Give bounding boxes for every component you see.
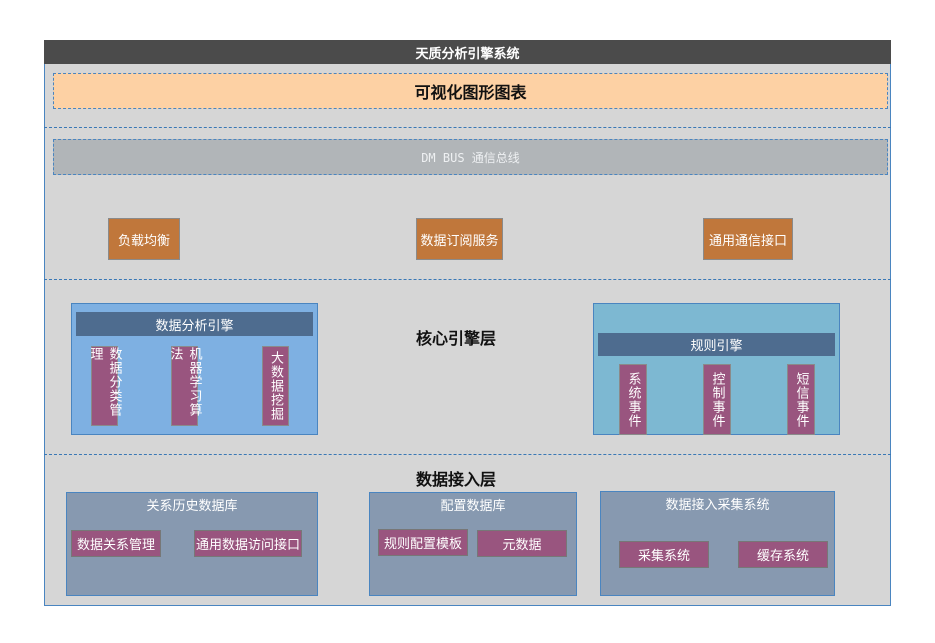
module-data-classification: 数据分类管理 xyxy=(88,346,122,426)
layer-divider xyxy=(44,279,891,280)
communication-bus: DM BUS 通信总线 xyxy=(53,139,888,175)
item-cache-system: 缓存系统 xyxy=(738,541,828,568)
config-db-title: 配置数据库 xyxy=(440,499,506,514)
item-metadata: 元数据 xyxy=(477,530,567,557)
core-layer-label: 核心引擎层 xyxy=(415,329,496,348)
module-sms-event: 短信事件 xyxy=(787,364,815,435)
service-data-subscription: 数据订阅服务 xyxy=(416,218,503,260)
service-comm-interface: 通用通信接口 xyxy=(703,218,793,260)
item-collection-system: 采集系统 xyxy=(619,541,709,568)
visualization-layer: 可视化图形图表 xyxy=(53,73,888,109)
item-data-access-interface: 通用数据访问接口 xyxy=(194,530,302,557)
rule-engine-title: 规则引擎 xyxy=(598,333,835,356)
layer-divider xyxy=(44,454,891,455)
module-big-data-mining: 大数据挖掘 xyxy=(262,346,289,426)
item-data-relation-mgmt: 数据关系管理 xyxy=(71,530,161,557)
module-machine-learning: 机器学习算法 xyxy=(168,346,202,426)
module-system-event: 系统事件 xyxy=(619,364,647,435)
service-load-balance: 负载均衡 xyxy=(108,218,180,260)
data-analysis-engine-title: 数据分析引擎 xyxy=(76,312,313,336)
system-title: 天质分析引擎系统 xyxy=(44,40,891,64)
layer-divider xyxy=(44,127,891,128)
access-layer-label: 数据接入层 xyxy=(415,470,496,489)
item-rule-config-template: 规则配置模板 xyxy=(378,529,468,556)
module-control-event: 控制事件 xyxy=(703,364,731,435)
data-collection-system-title: 数据接入采集系统 xyxy=(665,498,770,513)
relational-history-db-title: 关系历史数据库 xyxy=(146,499,238,514)
